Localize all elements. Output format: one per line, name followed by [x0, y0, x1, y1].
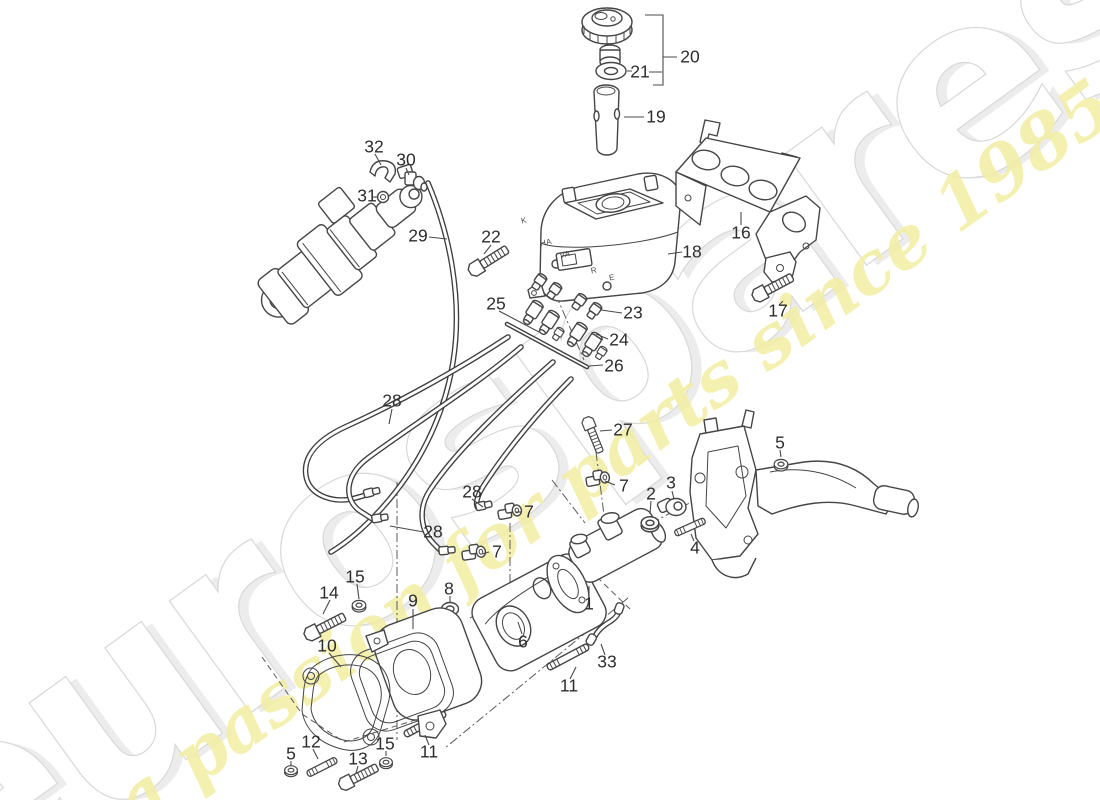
gasket-10: [301, 654, 391, 751]
part-label-30[interactable]: 30: [396, 149, 416, 170]
booster-9: [350, 607, 483, 739]
part-label-5a[interactable]: 5: [775, 432, 785, 453]
part-label-27[interactable]: 27: [613, 419, 633, 440]
part-label-3[interactable]: 3: [666, 472, 676, 493]
rod-26: [504, 321, 590, 370]
part-label-11a[interactable]: 11: [559, 675, 579, 696]
tube-19: [593, 84, 621, 156]
nut-15b: [379, 757, 393, 770]
part-label-23[interactable]: 23: [623, 302, 643, 323]
part-label-24[interactable]: 24: [609, 329, 629, 350]
nut-2: [640, 515, 660, 533]
part-label-15a[interactable]: 15: [345, 566, 365, 587]
nut-15a: [351, 599, 367, 613]
part-label-18[interactable]: 18: [682, 241, 702, 262]
part-label-20[interactable]: 20: [680, 46, 700, 67]
clip-32: [369, 160, 396, 183]
part-label-15b[interactable]: 15: [375, 733, 395, 754]
part-label-11b[interactable]: 11: [419, 741, 439, 762]
part-label-1[interactable]: 1: [584, 593, 594, 614]
part-label-2[interactable]: 2: [646, 483, 656, 504]
part-label-19[interactable]: 19: [646, 106, 666, 127]
pedal-bracket: [689, 409, 919, 579]
nut-5a: [773, 458, 789, 472]
cylinder-1: [546, 507, 667, 614]
part-label-16[interactable]: 16: [731, 222, 751, 243]
part-label-26[interactable]: 26: [604, 355, 624, 376]
part-label-28b[interactable]: 28: [462, 481, 482, 502]
part-label-32[interactable]: 32: [364, 136, 384, 157]
part-label-7b[interactable]: 7: [524, 501, 534, 522]
reservoir-marking-k: K: [520, 215, 528, 226]
part-label-28c[interactable]: 28: [423, 521, 443, 542]
cap-20: [581, 7, 633, 68]
eye-3: [656, 497, 687, 517]
bracket-16: [675, 119, 821, 283]
part-label-5b[interactable]: 5: [286, 743, 296, 764]
part-label-10[interactable]: 10: [317, 635, 337, 656]
part-label-9[interactable]: 9: [408, 590, 418, 611]
part-label-17[interactable]: 17: [768, 300, 788, 321]
part-label-14[interactable]: 14: [319, 582, 339, 603]
o-ring-31: [376, 190, 390, 204]
part-label-28a[interactable]: 28: [382, 390, 402, 411]
washer-21: [595, 61, 627, 81]
part-label-8[interactable]: 8: [444, 578, 454, 599]
part-label-22[interactable]: 22: [481, 226, 501, 247]
leader-lines: [290, 14, 784, 774]
part-label-33[interactable]: 33: [597, 651, 617, 672]
part-label-6[interactable]: 6: [518, 631, 528, 652]
stud-12: [305, 756, 339, 778]
nut-5b: [284, 765, 298, 778]
part-label-7a[interactable]: 7: [619, 475, 629, 496]
part-label-21[interactable]: 21: [630, 61, 650, 82]
reservoir-marking-r: R: [590, 265, 598, 276]
part-label-7c[interactable]: 7: [492, 541, 502, 562]
part-label-25[interactable]: 25: [486, 293, 506, 314]
part-label-13[interactable]: 13: [348, 748, 368, 769]
pipe-33: [585, 602, 625, 646]
part-label-31[interactable]: 31: [357, 185, 377, 206]
part-label-12[interactable]: 12: [301, 731, 321, 752]
part-label-29[interactable]: 29: [408, 225, 428, 246]
part-label-4[interactable]: 4: [690, 537, 700, 558]
